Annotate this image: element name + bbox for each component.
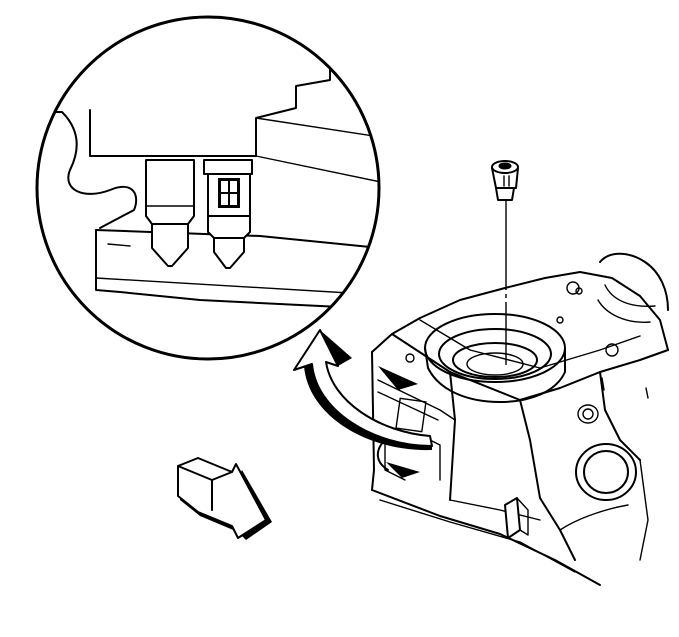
- engine-block: [371, 252, 669, 586]
- detail-callout-circle: [35, 15, 381, 361]
- pointer-arrows: [378, 366, 420, 478]
- tool-pin-left: [145, 159, 195, 267]
- view-arrow: [293, 329, 433, 451]
- dowel-pin-installed: [203, 159, 253, 269]
- direction-arrow: [177, 457, 272, 540]
- dowel-pin: [491, 160, 519, 365]
